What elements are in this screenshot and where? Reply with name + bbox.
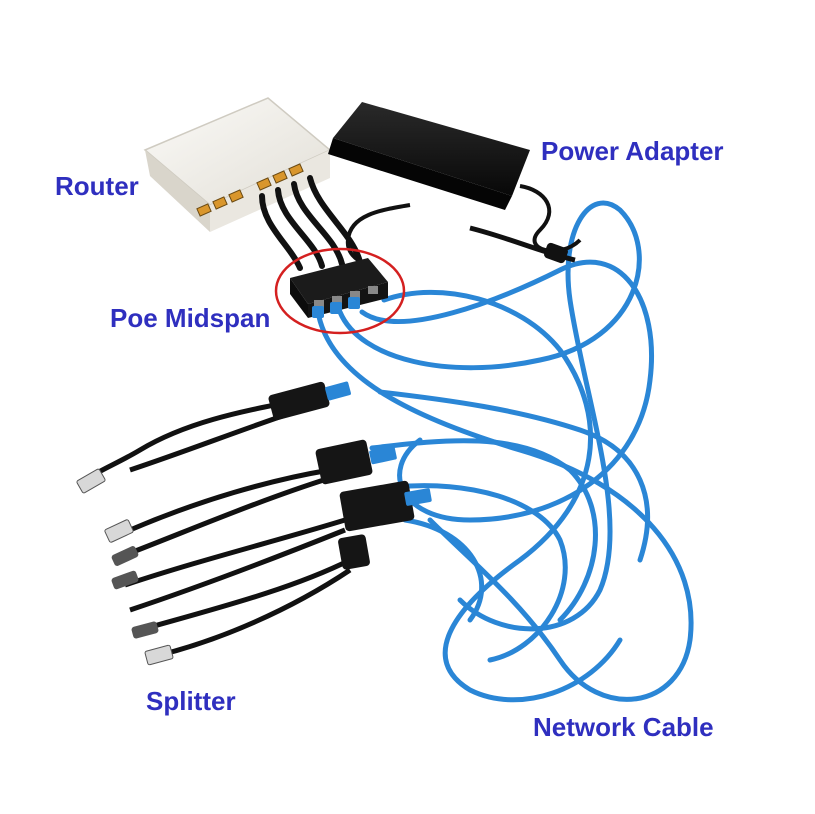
poe-midspan	[290, 258, 388, 318]
router-label: Router	[55, 171, 139, 201]
router-ports	[196, 163, 304, 217]
splitter-label: Splitter	[146, 686, 236, 716]
highlight-ring	[274, 247, 406, 335]
splitter-4	[131, 534, 370, 666]
splitter-1	[76, 381, 351, 494]
router	[143, 97, 332, 232]
splitter-2	[104, 439, 397, 566]
power-adapter-label: Power Adapter	[541, 136, 724, 166]
power-adapter	[328, 102, 582, 270]
network-cable-label: Network Cable	[533, 712, 714, 742]
network-cable-loops	[315, 200, 694, 703]
poe-midspan-label: Poe Midspan	[110, 303, 271, 333]
splitters	[76, 381, 432, 666]
splitter-3	[111, 480, 432, 613]
